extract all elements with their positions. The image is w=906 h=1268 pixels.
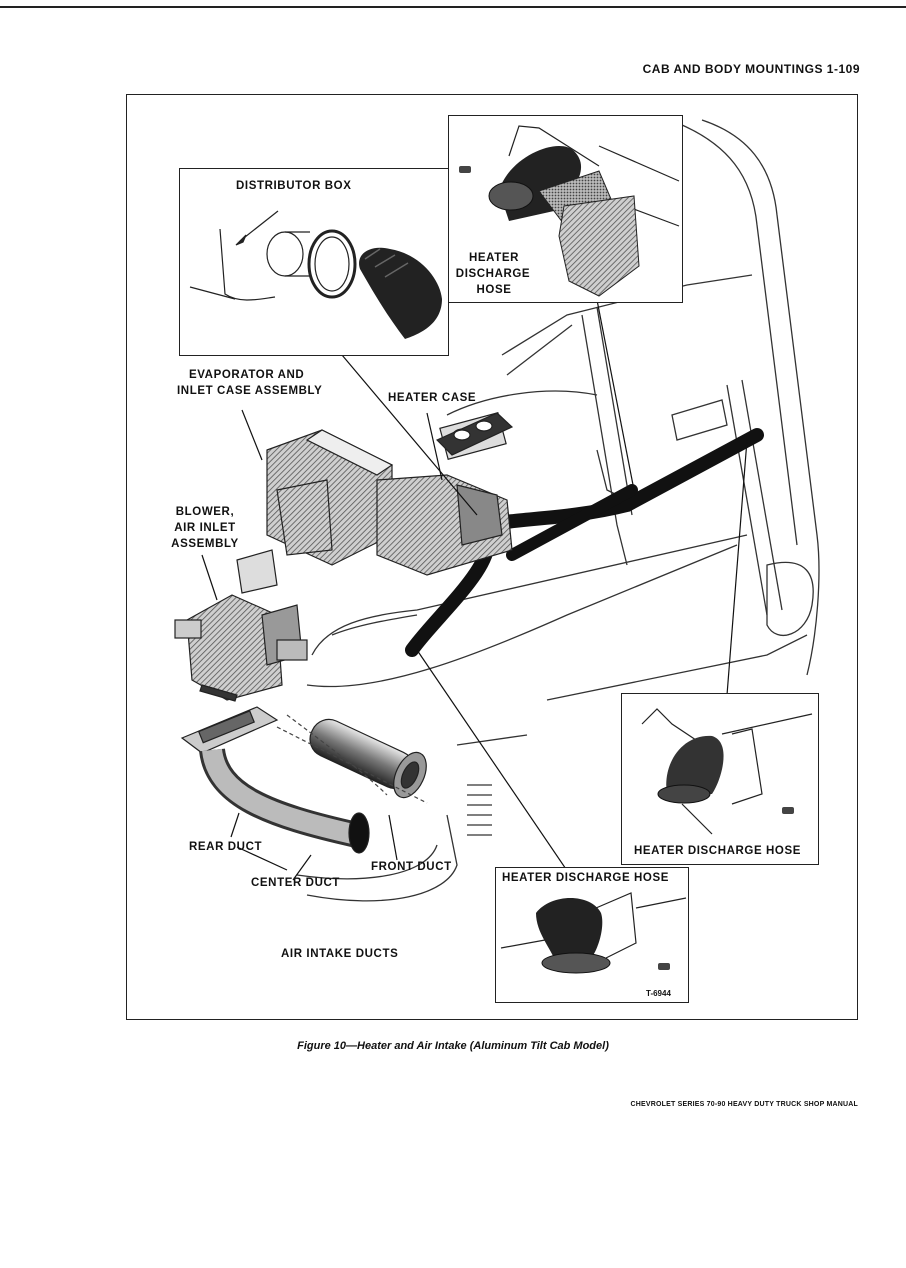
inset-heater-discharge-right: HEATER DISCHARGE HOSE bbox=[621, 693, 819, 865]
label-heater-discharge-bottom: HEATER DISCHARGE HOSE bbox=[502, 872, 670, 884]
illustration bbox=[174, 119, 820, 902]
duct-group bbox=[180, 706, 428, 854]
label-blower-1: BLOWER, bbox=[175, 506, 235, 518]
figure-code: T-6944 bbox=[646, 989, 671, 998]
heater-case-gasket bbox=[435, 412, 514, 456]
label-air-intake-ducts: AIR INTAKE DUCTS bbox=[281, 948, 399, 960]
cab-outline bbox=[296, 119, 820, 902]
label-front-duct: FRONT DUCT bbox=[371, 861, 452, 873]
label-heater-discharge-top-2: DISCHARGE bbox=[455, 268, 531, 280]
figure-caption: Figure 10—Heater and Air Intake (Aluminu… bbox=[297, 1040, 609, 1052]
label-blower-3: ASSEMBLY bbox=[171, 538, 239, 550]
distributor-box-drawing bbox=[189, 210, 442, 339]
label-blower-2: AIR INLET bbox=[174, 522, 236, 534]
inset-distributor-box: DISTRIBUTOR BOX bbox=[179, 168, 449, 356]
label-heater-discharge-right: HEATER DISCHARGE HOSE bbox=[634, 845, 802, 857]
inset-heater-discharge-bottom: HEATER DISCHARGE HOSE T-6944 bbox=[495, 867, 689, 1003]
discharge-hose-top-drawing bbox=[459, 125, 680, 297]
label-evaporator-1: EVAPORATOR AND bbox=[189, 369, 305, 381]
evaporator-assembly bbox=[236, 412, 513, 594]
leader-lines bbox=[201, 299, 748, 901]
discharge-hose-right-drawing bbox=[641, 708, 813, 835]
label-rear-duct: REAR DUCT bbox=[189, 841, 263, 853]
figure-frame: DISTRIBUTOR BOX HEATER DISCHARGE HOSE bbox=[126, 94, 858, 1020]
page-header: CAB AND BODY MOUNTINGS 1-109 bbox=[642, 62, 860, 76]
blower-assembly bbox=[174, 594, 308, 702]
top-rule bbox=[0, 6, 906, 8]
label-center-duct: CENTER DUCT bbox=[251, 877, 341, 889]
label-evaporator-2: INLET CASE ASSEMBLY bbox=[177, 385, 323, 397]
page-footer: CHEVROLET SERIES 70-90 HEAVY DUTY TRUCK … bbox=[630, 1101, 858, 1108]
inset-heater-discharge-top: HEATER DISCHARGE HOSE bbox=[448, 115, 683, 303]
discharge-hose-bottom-drawing bbox=[500, 892, 687, 974]
label-distributor-box: DISTRIBUTOR BOX bbox=[236, 180, 352, 192]
label-heater-case: HEATER CASE bbox=[388, 392, 477, 404]
label-heater-discharge-top-3: HOSE bbox=[476, 284, 512, 296]
label-heater-discharge-top-1: HEATER bbox=[469, 252, 520, 264]
